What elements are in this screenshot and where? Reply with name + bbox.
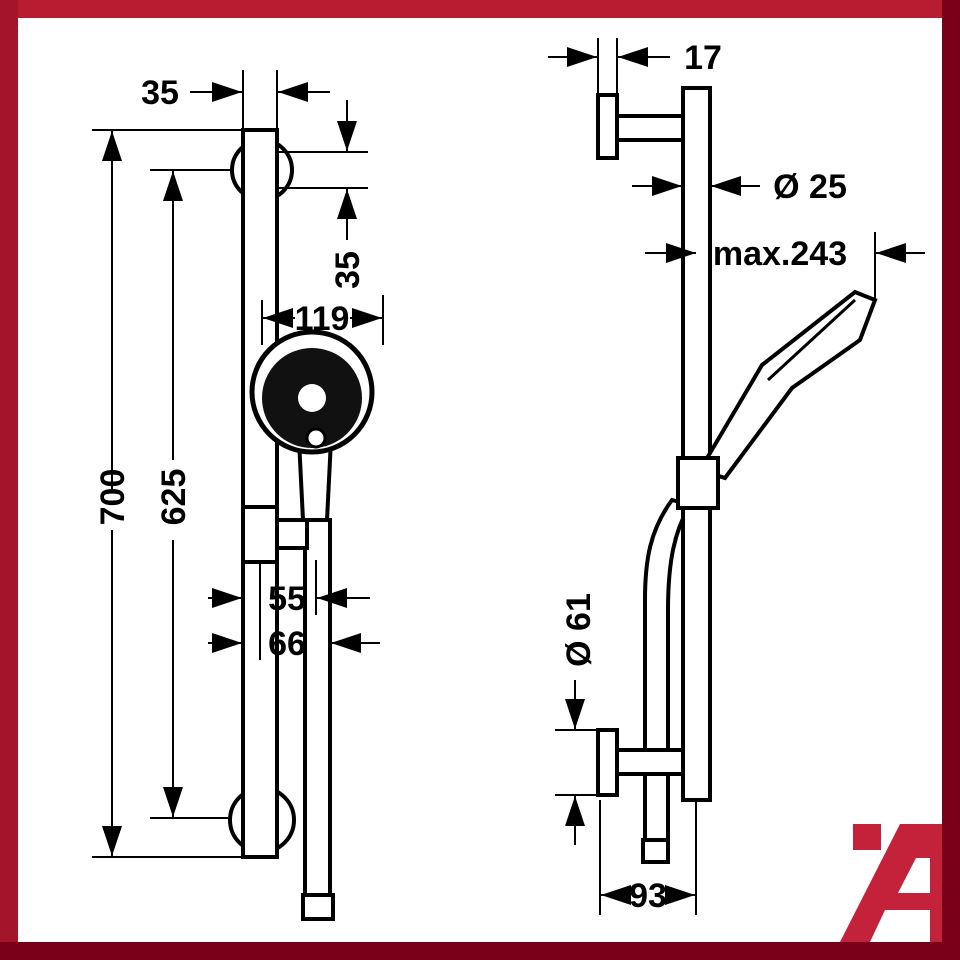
slider-holder [275,518,309,550]
side-top-plate [596,93,619,160]
handle-joint [305,427,327,449]
front-view: 35 35 700 625 119 55 66 [92,70,384,921]
dim-max-projection: max.243 [713,235,847,273]
dim-arm-plate: 17 [684,39,722,77]
hose-nut [301,893,335,921]
frame-top [0,0,960,18]
frame-right [942,0,960,960]
dim-head-diameter: 119 [295,300,350,338]
side-slider [676,456,720,510]
dim-wall-offset: 93 [629,877,667,915]
dim-bracket-diameter: Ø 61 [560,593,598,667]
dim-bracket-height: 35 [329,251,367,289]
frame-left [0,0,18,960]
side-bottom-arm [615,748,685,776]
dim-rail-diameter: Ø 25 [773,168,847,206]
dim-bracket-spacing: 625 [155,469,193,526]
dim-overall-height: 700 [94,469,132,526]
side-top-arm [615,114,685,142]
dim-slider-depth-1: 55 [268,580,306,618]
side-bottom-plate [596,728,619,797]
slide-rail [241,128,279,859]
brand-logo [840,824,942,942]
shower-hose [303,518,332,897]
dim-bracket-width: 35 [141,74,179,112]
slider [241,505,279,564]
side-hand-shower [697,289,878,481]
dim-slider-depth-2: 66 [268,625,306,663]
side-hose-nut [641,838,670,864]
shower-head-center [298,384,326,412]
frame-bottom [0,942,960,960]
side-view: 17 Ø 25 max.243 Ø 61 93 [548,38,925,915]
side-rail [681,86,712,802]
